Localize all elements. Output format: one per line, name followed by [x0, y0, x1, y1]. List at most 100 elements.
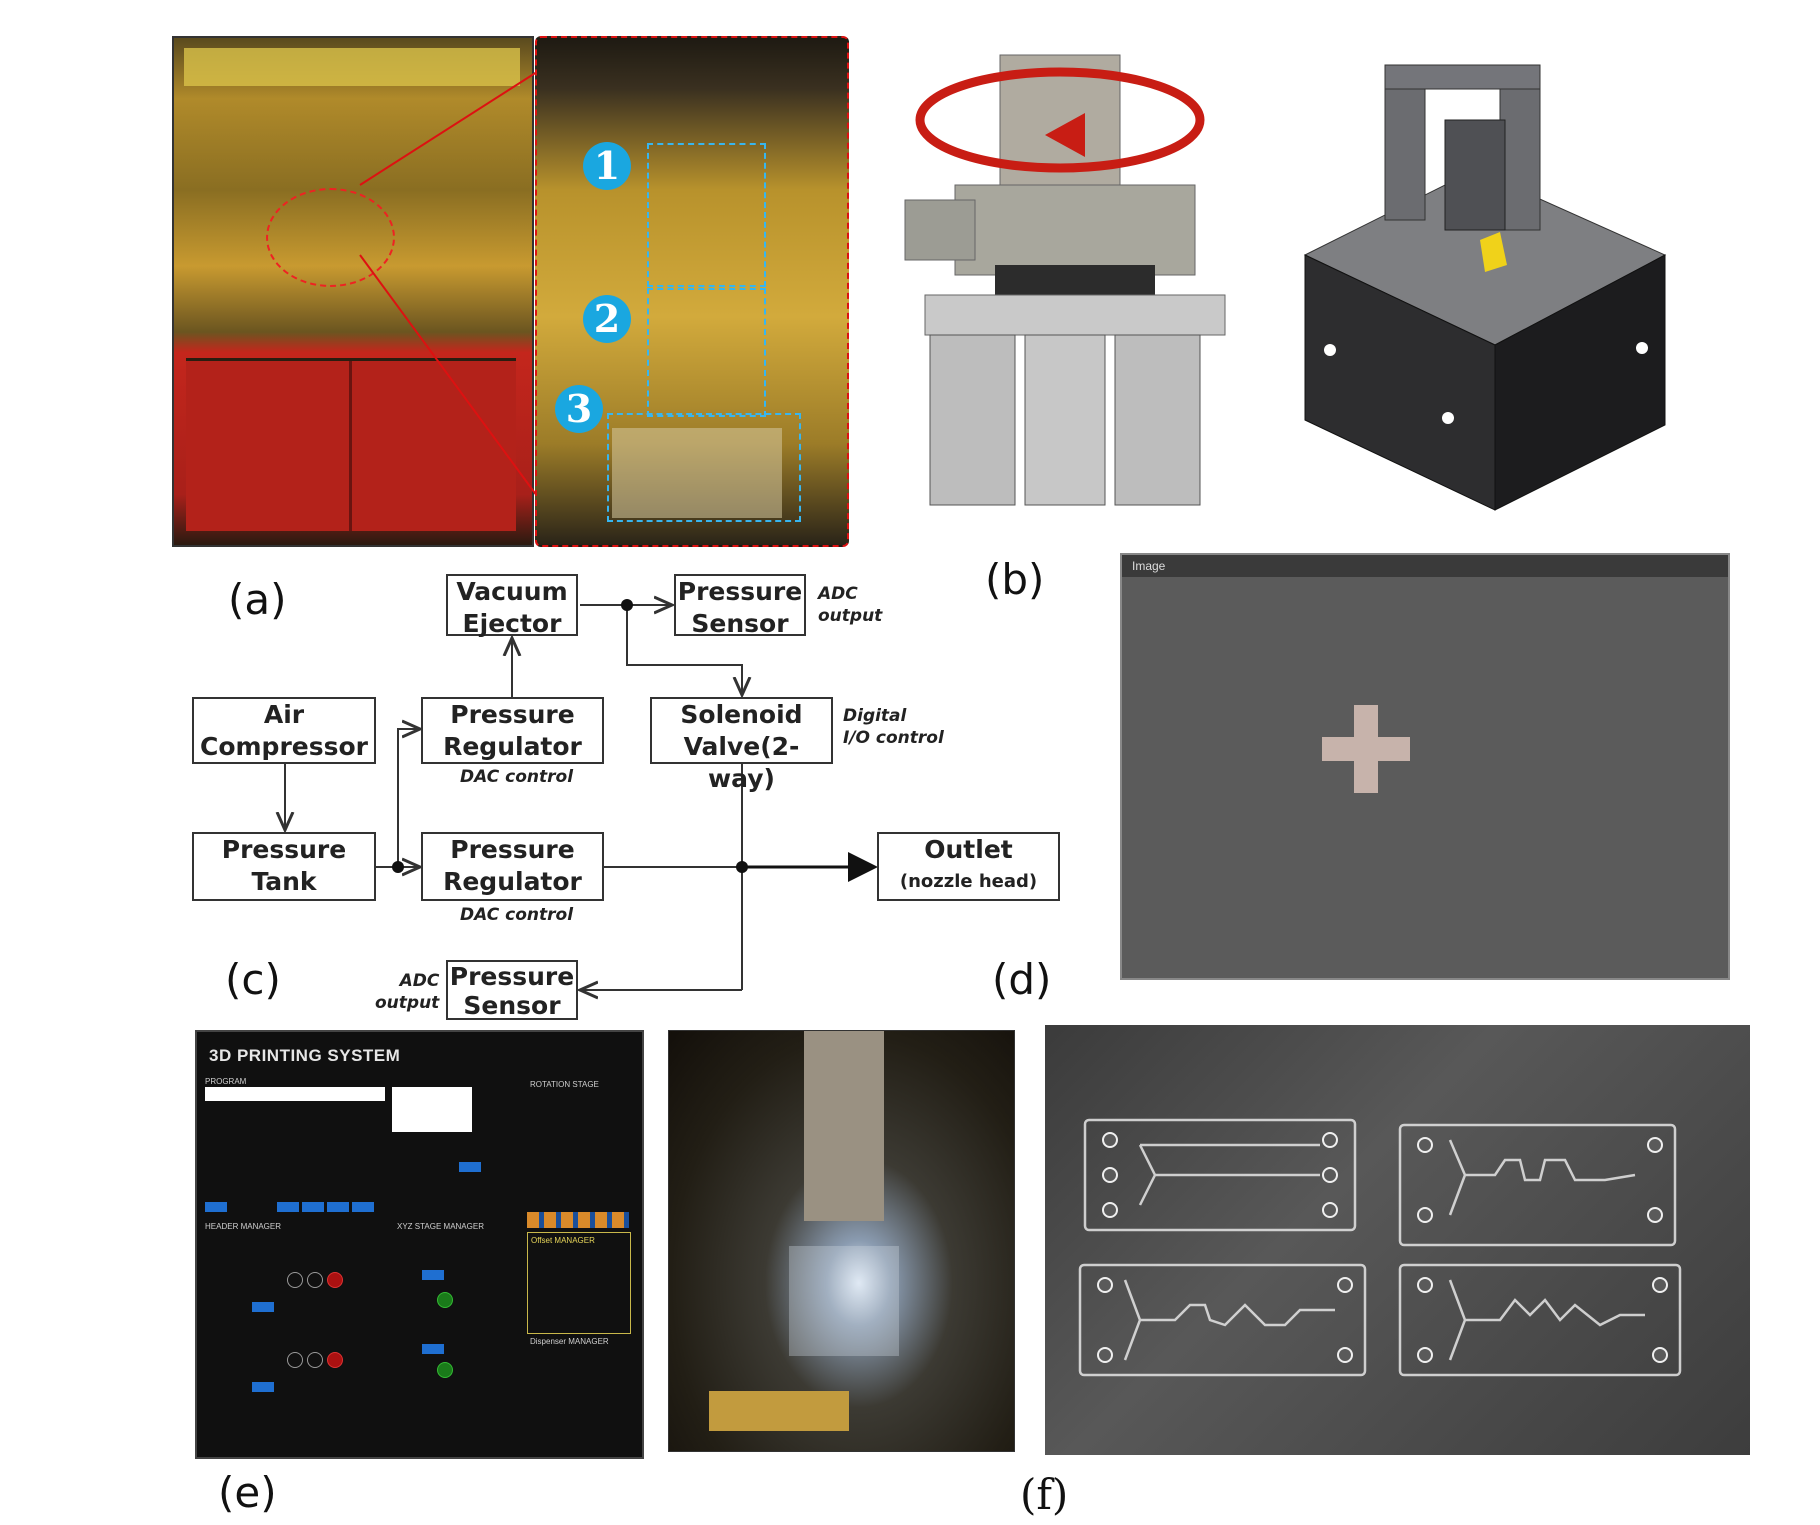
block-line: (nozzle head) [899, 871, 1038, 892]
section-dispenser-manager: Dispenser MANAGER [530, 1337, 609, 1346]
pressure-regulator-top-block: Pressure Regulator [421, 697, 604, 764]
region-1-box [647, 143, 766, 287]
control-dial[interactable] [287, 1272, 303, 1288]
control-dial[interactable] [287, 1352, 303, 1368]
note-line: Digital [843, 706, 907, 726]
block-line: Valve(2-way) [683, 732, 800, 793]
drawer-divider [349, 361, 352, 531]
pressure-sensor-top-block: Pressure Sensor [674, 574, 806, 638]
note-line: output [818, 606, 883, 626]
chip-3 [1078, 1263, 1367, 1377]
control-dial[interactable] [437, 1292, 453, 1308]
header-button-2[interactable] [252, 1382, 274, 1392]
adc-output-note-top: ADC output [818, 583, 882, 627]
program-text-box [392, 1087, 472, 1132]
indicator-light-2 [1442, 412, 1454, 424]
block-line: Sensor [463, 991, 561, 1020]
chip-port [1322, 1132, 1338, 1148]
program-header-row [205, 1087, 385, 1101]
block-line: Pressure [221, 835, 347, 864]
pressure-tank-block: Pressure Tank [192, 832, 376, 901]
printer-cabinet-photo [172, 36, 534, 547]
cabinet-drawers [186, 358, 516, 531]
junction-dot-2 [392, 861, 404, 873]
section-xyz-stage: XYZ STAGE MANAGER [397, 1222, 484, 1231]
section-header-manager: HEADER MANAGER [205, 1222, 282, 1231]
system-right-side [1494, 254, 1666, 511]
status-strip [527, 1212, 629, 1228]
label-f: (f) [1020, 1470, 1069, 1519]
program-button-2[interactable] [277, 1202, 299, 1212]
tool-left [929, 334, 1016, 506]
control-dial[interactable] [307, 1272, 323, 1288]
control-dial[interactable] [437, 1362, 453, 1378]
program-button-1[interactable] [205, 1202, 227, 1212]
callout-1: 1 [583, 142, 631, 190]
chip-port [1652, 1347, 1668, 1363]
stage-button-1[interactable] [422, 1270, 444, 1280]
block-line: Pressure [677, 577, 803, 606]
note-line: ADC [399, 971, 440, 991]
print-head [1444, 119, 1506, 231]
microfluidic-chips-photo [1045, 1025, 1750, 1455]
block-line: Regulator [443, 867, 582, 896]
program-button-6[interactable] [459, 1162, 481, 1172]
build-stage [709, 1391, 849, 1431]
program-button-5[interactable] [352, 1202, 374, 1212]
block-line: Vacuum [456, 577, 568, 606]
chip-port [1337, 1277, 1353, 1293]
software-title: 3D PRINTING SYSTEM [209, 1046, 401, 1065]
control-dial[interactable] [327, 1272, 343, 1288]
stage-button-2[interactable] [422, 1344, 444, 1354]
chip-port [1102, 1132, 1118, 1148]
region-2-box [647, 288, 766, 417]
block-line: Solenoid [680, 700, 803, 729]
head-mount [954, 184, 1196, 276]
control-dial[interactable] [307, 1352, 323, 1368]
chip-port [1417, 1277, 1433, 1293]
block-line: Compressor [199, 732, 369, 761]
highlight-ellipse [266, 188, 395, 287]
printer-system-render [1303, 64, 1667, 511]
offset-manager-panel: Offset MANAGER [527, 1232, 631, 1334]
control-dial[interactable] [327, 1352, 343, 1368]
junction-dot-1 [621, 599, 633, 611]
note-line: output [375, 993, 440, 1013]
label-c: (c) [225, 955, 281, 1004]
camera-image-window: Image [1120, 553, 1730, 980]
chip-port [1102, 1167, 1118, 1183]
program-button-4[interactable] [327, 1202, 349, 1212]
chip-outlines [1078, 1118, 1682, 1377]
gantry-top [1384, 64, 1541, 90]
tool-right [1114, 334, 1201, 506]
header-button-1[interactable] [252, 1302, 274, 1312]
air-compressor-block: Air Compressor [192, 697, 376, 764]
solenoid-valve-block: Solenoid Valve(2-way) [650, 697, 833, 793]
note-line: ADC [818, 584, 858, 604]
printhead-closeup-photo [535, 36, 849, 547]
chip-4 [1398, 1263, 1682, 1377]
printing-process-photo [668, 1030, 1015, 1452]
build-plate [612, 428, 782, 518]
camera-window-title: Image [1122, 555, 1728, 577]
block-line: Tank [251, 867, 317, 896]
chip-port [1337, 1347, 1353, 1363]
program-button-3[interactable] [302, 1202, 324, 1212]
chip-port [1647, 1207, 1663, 1223]
dac-control-note-top: DAC control [460, 767, 574, 787]
chip-port [1647, 1137, 1663, 1153]
cross-mark-horizontal [1322, 737, 1410, 761]
vacuum-ejector-block: Vacuum Ejector [446, 574, 578, 638]
printing-software-window: 3D PRINTING SYSTEM PROGRAM HEADER MANAGE… [195, 1030, 644, 1459]
indicator-light-3 [1636, 342, 1648, 354]
digital-io-note: Digital I/O control [843, 705, 944, 749]
chip-3-channel [1123, 1279, 1335, 1361]
chip-port [1097, 1277, 1113, 1293]
tool-center [1024, 334, 1106, 506]
zoom-line-top [359, 69, 541, 186]
gantry-right [1499, 69, 1541, 231]
printhead-carriage [804, 1031, 884, 1221]
block-line: Air [263, 700, 305, 729]
dac-control-note-bottom: DAC control [460, 905, 574, 925]
block-line: Pressure [449, 962, 575, 991]
